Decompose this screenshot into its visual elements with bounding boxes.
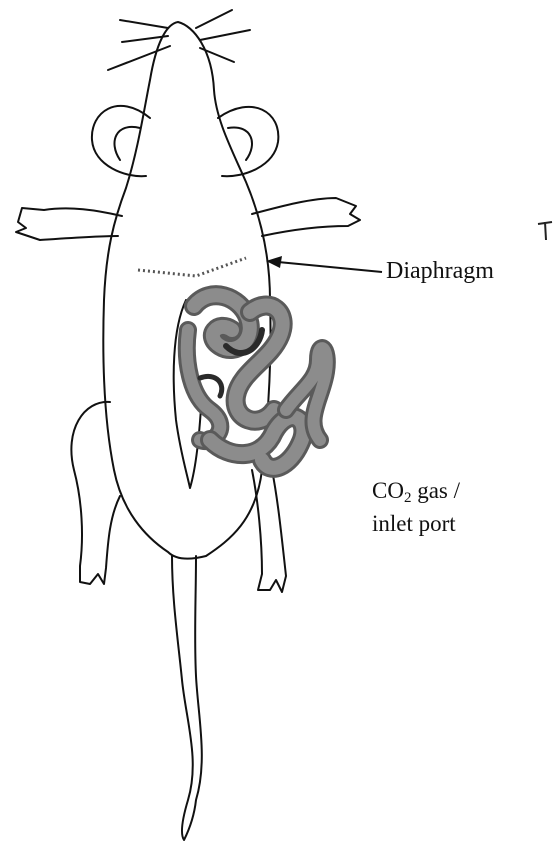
- diaphragm-label: Diaphragm: [386, 258, 494, 285]
- whiskers: [108, 10, 250, 70]
- diaphragm-arrow: [266, 256, 382, 272]
- right-ear-inner: [228, 127, 252, 160]
- diaphragm-line: [138, 258, 246, 276]
- left-ear: [92, 106, 150, 176]
- left-hindleg: [71, 402, 120, 584]
- co2-suffix: gas /: [411, 478, 465, 503]
- right-hindleg: [252, 470, 286, 592]
- co2-prefix: CO: [372, 478, 404, 503]
- stray-mark: [538, 222, 552, 240]
- intestines: [187, 295, 327, 468]
- co2-line2: inlet port: [372, 511, 456, 536]
- right-foreleg: [252, 198, 360, 236]
- tail: [172, 556, 202, 840]
- left-ear-inner: [114, 127, 140, 160]
- left-foreleg: [16, 208, 122, 240]
- co2-inlet-label: CO2 gas / inlet port: [372, 478, 466, 537]
